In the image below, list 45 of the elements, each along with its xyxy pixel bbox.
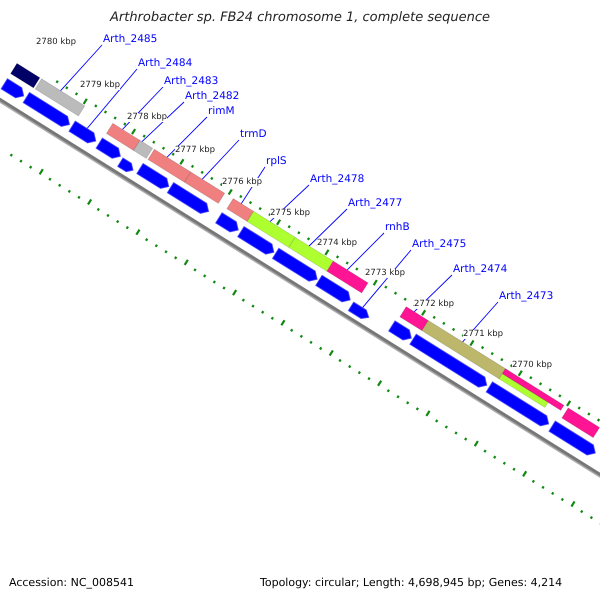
scale-label: 2772 kbp (414, 300, 454, 308)
gene-label: Arth_2473 (499, 291, 554, 302)
gene-label: rnhB (385, 222, 410, 232)
gene-label: Arth_2482 (185, 91, 240, 102)
gene-label: Arth_2474 (453, 264, 508, 274)
gene-feature (409, 320, 506, 388)
gene-feature (348, 302, 370, 319)
gene-label: Arth_2477 (348, 198, 402, 208)
gene-feature (95, 122, 140, 159)
leader-line (308, 208, 348, 246)
gene-feature (215, 198, 254, 232)
footer-text: Accession: NC_008541 (9, 577, 134, 588)
leader-line (166, 116, 208, 158)
scale-label: 2776 kbp (222, 178, 262, 186)
gene-label: Arth_2485 (103, 34, 158, 44)
scale-label: 2770 kbp (512, 361, 552, 370)
gene-label: rplS (266, 156, 287, 166)
footer-text: Topology: circular; Length: 4,698,945 bp; Genes: 4,214 (260, 577, 562, 588)
gene-feature (486, 368, 564, 426)
scale-label: 2771 kbp (463, 330, 504, 338)
leader-line (86, 68, 138, 129)
gene-label: Arth_2478 (310, 174, 364, 184)
scale-label: 2780 kbp (36, 38, 76, 46)
scale-label: 2778 kbp (127, 113, 168, 122)
gene-label: Arth_2475 (412, 239, 466, 250)
gene-feature (68, 120, 96, 144)
title: Arthrobacter sp. FB24 chromosome 1, complete sequence (108, 11, 492, 24)
gene-feature (237, 210, 296, 255)
leader-line (202, 140, 240, 180)
scale-label: 2773 kbp (365, 269, 406, 278)
leader-line (142, 102, 184, 142)
gene-feature (117, 140, 154, 172)
scale-label: 2779 kbp (80, 81, 120, 90)
gene-label: Arth_2484 (138, 58, 192, 68)
leader-line (60, 44, 102, 92)
gene-feature (0, 62, 40, 98)
gene-label: rimM (208, 106, 235, 116)
scale-label: 2774 kbp (317, 239, 358, 248)
scale-label: 2775 kbp (270, 209, 310, 218)
gene-feature (548, 407, 600, 456)
leader-line (346, 232, 384, 270)
gene-label: Arth_2483 (164, 76, 218, 86)
gene-feature (388, 306, 429, 340)
scale-label: 2777 kbp (175, 146, 216, 154)
gene-label: trmD (240, 129, 267, 140)
